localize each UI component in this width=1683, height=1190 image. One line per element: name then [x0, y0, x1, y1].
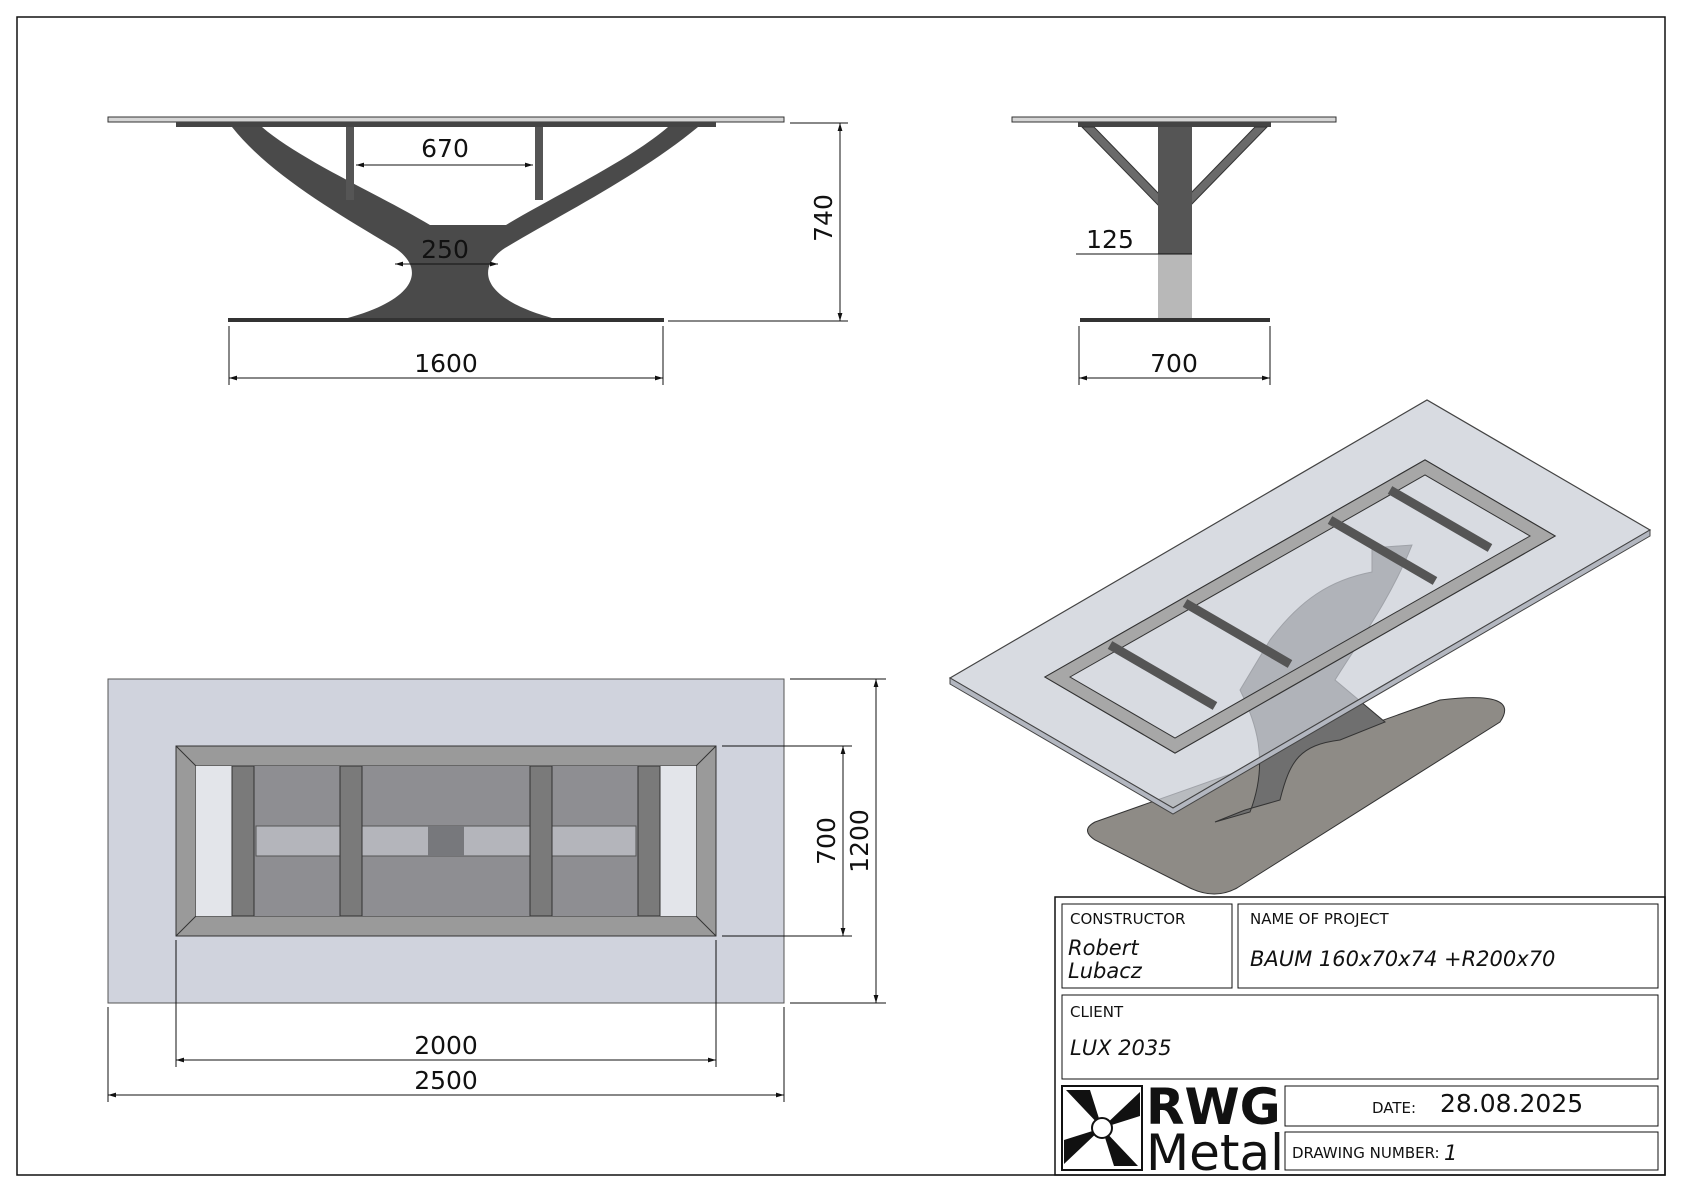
project-label: NAME OF PROJECT: [1250, 910, 1390, 928]
front-post-left: [346, 127, 354, 200]
isometric-view: [948, 399, 1652, 895]
front-post-right: [535, 127, 543, 200]
title-block-frame: [1054, 896, 1666, 1176]
client-label: CLIENT: [1070, 1003, 1124, 1021]
title-block: CONSTRUCTOR Robert Lubacz NAME OF PROJEC…: [1054, 896, 1666, 1182]
project-cell: [1237, 903, 1659, 989]
constructor-name-line2: Lubacz: [1068, 959, 1143, 983]
top-view: 1200 700 2000 2500: [107, 678, 886, 1102]
iso-base-plate: [1087, 697, 1506, 895]
iso-cross-1: [1107, 641, 1218, 710]
top-end-light-left: [196, 766, 232, 916]
frame-bevel-tr: [695, 745, 717, 767]
top-crossbar-3: [529, 765, 553, 917]
logo-metal-text: Metal: [1146, 1124, 1284, 1182]
iso-cross-3: [1327, 516, 1438, 585]
top-crossbar-2: [339, 765, 363, 917]
dim-700-top: 700: [812, 817, 841, 865]
logo-mark-box: [1061, 1085, 1143, 1171]
iso-glass-edge: [949, 529, 1651, 815]
drawing-number-value: 1: [1444, 1141, 1457, 1165]
front-frame-rail: [176, 122, 716, 127]
side-foot-plate: [1080, 318, 1270, 322]
frame-bevel-tl: [175, 745, 197, 767]
frame-bevel-br: [695, 915, 717, 937]
dim-2000: 2000: [414, 1031, 478, 1060]
constructor-label: CONSTRUCTOR: [1070, 910, 1185, 928]
top-end-light-right: [660, 766, 696, 916]
constructor-name-line1: Robert: [1068, 936, 1139, 960]
front-tree-base: [232, 127, 698, 320]
top-post-center: [428, 826, 464, 856]
front-view: 670 250 740 1600: [107, 116, 848, 385]
front-foot-plate: [228, 318, 664, 322]
client-cell: [1061, 994, 1659, 1080]
dim-250: 250: [421, 235, 469, 264]
drawing-number-label: DRAWING NUMBER:: [1292, 1144, 1440, 1162]
top-crossbar-1: [231, 765, 255, 917]
drawing-number-cell: [1284, 1131, 1659, 1171]
side-frame-rail: [1078, 122, 1271, 127]
iso-cross-2: [1182, 599, 1293, 668]
project-value: BAUM 160x70x74 +R200x70: [1250, 947, 1555, 971]
dim-700-side: 700: [1150, 349, 1198, 378]
sheet-border: [16, 16, 1666, 1176]
rwg-metal-logo: RWG Metal: [1061, 1078, 1284, 1182]
dim-1200: 1200: [845, 809, 874, 873]
side-post-light: [1158, 254, 1192, 318]
dim-1600: 1600: [414, 349, 478, 378]
date-label: DATE:: [1372, 1099, 1416, 1117]
dim-125: 125: [1086, 225, 1134, 254]
top-crossbar-4: [637, 765, 661, 917]
logo-swirl-icon: [1064, 1090, 1140, 1166]
dim-740: 740: [809, 194, 838, 242]
iso-frame-band: [1044, 459, 1556, 754]
side-view: 125 700: [1011, 116, 1337, 385]
client-value: LUX 2035: [1070, 1036, 1172, 1060]
side-glass-top: [1011, 116, 1337, 123]
constructor-cell: [1061, 903, 1233, 989]
dim-2500: 2500: [414, 1066, 478, 1095]
date-cell: [1284, 1085, 1659, 1127]
dim-670: 670: [421, 134, 469, 163]
side-brace-right: [1188, 126, 1269, 209]
side-brace-left: [1080, 126, 1161, 209]
date-value: 28.08.2025: [1440, 1089, 1583, 1118]
iso-cross-4: [1387, 486, 1493, 552]
front-glass-top: [107, 116, 785, 123]
frame-bevel-bl: [175, 915, 197, 937]
logo-rwg-text: RWG: [1146, 1078, 1281, 1136]
